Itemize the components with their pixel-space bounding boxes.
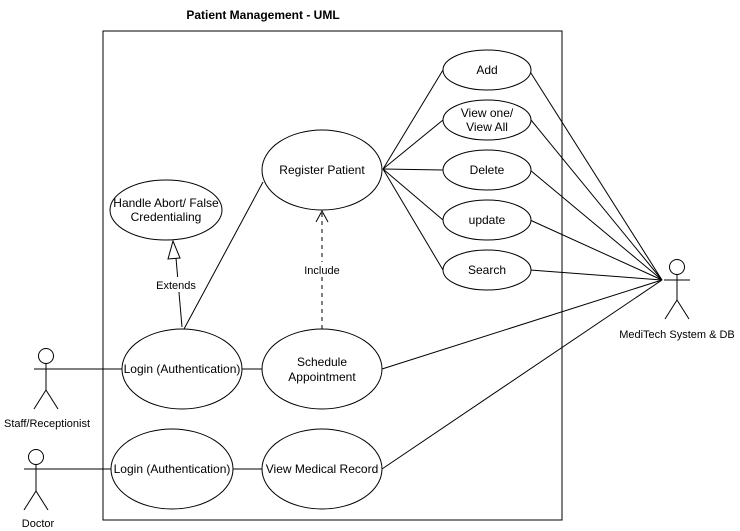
extends-label-bg <box>153 277 199 292</box>
usecase-search-label: Search <box>468 263 506 277</box>
actor-staff-figure[interactable] <box>33 348 59 410</box>
actor-staff-label: Staff/Receptionist <box>4 418 90 430</box>
usecase-update-label: update <box>469 213 506 227</box>
association-viewrecord-system <box>381 279 663 470</box>
usecase-login-staff-label: Login (Authentication) <box>124 362 241 376</box>
system-boundary <box>102 30 563 521</box>
association-update-system <box>529 219 663 281</box>
association-delete-system <box>529 169 663 281</box>
usecase-add[interactable]: Add <box>442 49 532 91</box>
usecase-view-medical-record-label: View Medical Record <box>266 462 379 476</box>
usecase-register-patient[interactable]: Register Patient <box>261 129 383 211</box>
association-schedule-system <box>381 279 663 370</box>
usecase-handle-abort[interactable]: Handle Abort/ False Credentialing <box>109 179 223 241</box>
actor-system-label: MediTech System & DB <box>619 329 735 341</box>
include-arrowhead <box>315 209 329 223</box>
association-register-view <box>382 119 444 170</box>
usecase-register-patient-label: Register Patient <box>279 163 365 177</box>
association-register-add <box>382 69 444 170</box>
include-label: Include <box>304 265 339 277</box>
extends-arrowhead <box>167 239 181 260</box>
extends-label: Extends <box>156 280 196 292</box>
usecase-view-label-line1: View one/ <box>461 106 514 120</box>
association-register-search <box>382 168 444 271</box>
usecase-view-one-all[interactable]: View one/ View All <box>442 99 532 141</box>
diagram-title: Patient Management - UML <box>186 8 339 22</box>
usecase-delete-label: Delete <box>470 163 505 177</box>
actor-doctor-label: Doctor <box>22 518 55 530</box>
usecase-view-medical-record[interactable]: View Medical Record <box>261 428 383 510</box>
usecase-update[interactable]: update <box>442 199 532 241</box>
usecase-handle-abort-label-line1: Handle Abort/ False <box>113 196 219 210</box>
usecase-add-label: Add <box>476 63 497 77</box>
association-search-system <box>529 269 663 281</box>
usecase-schedule-label-line2: Appointment <box>288 370 356 384</box>
association-register-update <box>382 168 444 221</box>
association-add-system <box>528 69 663 281</box>
association-view-system <box>530 119 663 281</box>
usecase-handle-abort-label-line2: Credentialing <box>131 210 202 224</box>
usecase-search[interactable]: Search <box>442 249 532 291</box>
extends-line <box>175 257 183 328</box>
association-register-delete <box>382 168 444 171</box>
include-label-bg <box>302 262 342 277</box>
actor-system-figure[interactable] <box>664 259 690 320</box>
usecase-login-doctor[interactable]: Login (Authentication) <box>110 428 234 510</box>
usecase-schedule-appointment[interactable]: Schedule Appointment <box>261 328 383 410</box>
actor-doctor-figure[interactable] <box>23 449 49 511</box>
usecase-login-staff[interactable]: Login (Authentication) <box>121 328 243 410</box>
usecase-view-label-line2: View All <box>466 120 508 134</box>
association-login-register <box>183 181 264 330</box>
usecase-login-doctor-label: Login (Authentication) <box>114 462 231 476</box>
usecase-schedule-label-line1: Schedule <box>297 355 347 369</box>
usecase-delete[interactable]: Delete <box>442 149 532 191</box>
